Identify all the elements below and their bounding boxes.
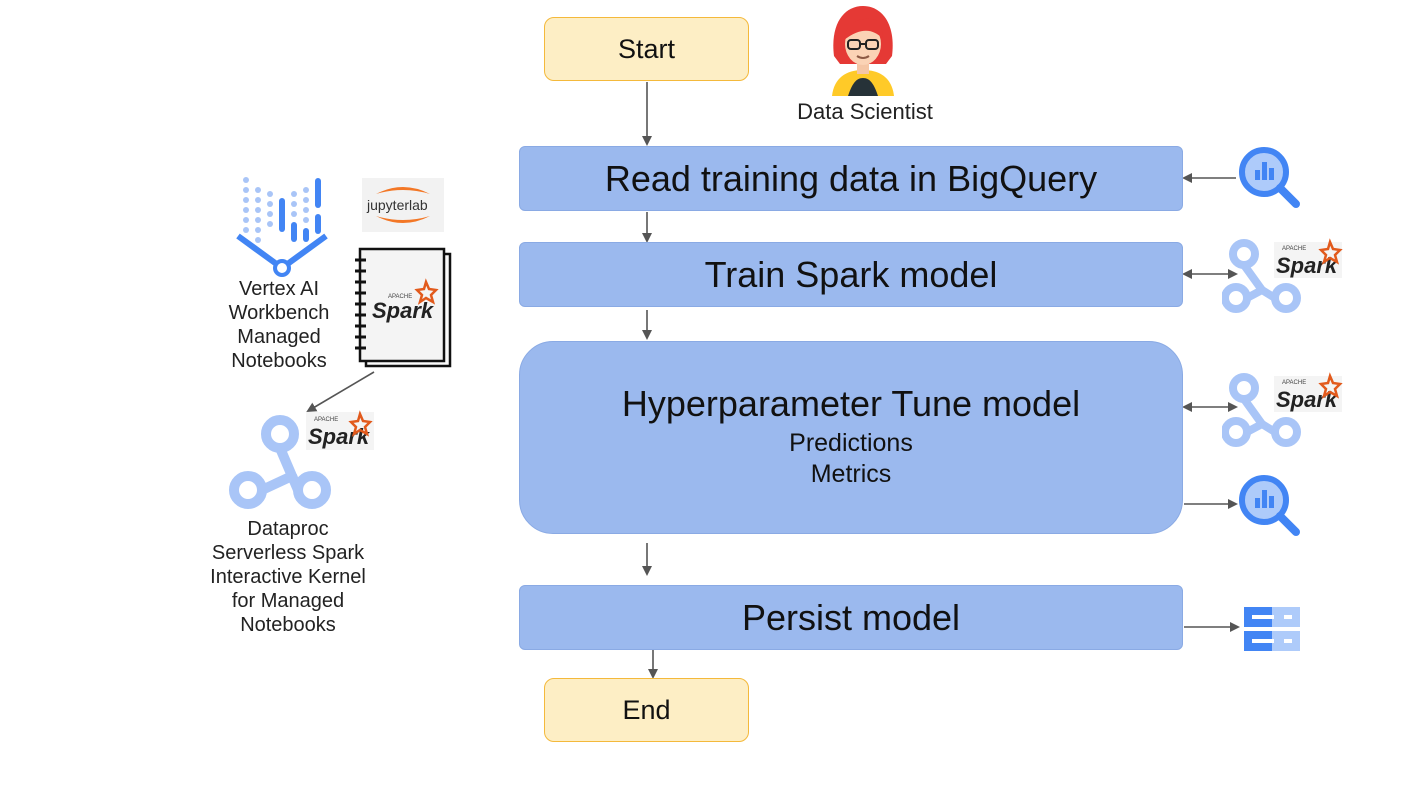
svg-text:Spark: Spark: [1276, 253, 1339, 278]
step-train-title: Train Spark model: [704, 253, 998, 295]
dataproc-spark-icon: APACHE Spark: [229, 410, 374, 509]
workbench-label-line: Notebooks: [231, 350, 327, 372]
dataproc-label-line: Notebooks: [240, 614, 336, 636]
vertex-ai-icon: [236, 177, 328, 277]
step-train-spark-model: Train Spark model: [519, 242, 1183, 307]
jupyterlab-logo-text: jupyterlab: [366, 197, 428, 213]
bigquery-icon: [1239, 147, 1300, 208]
workbench-label-line: Vertex AI: [238, 278, 320, 300]
svg-text:APACHE: APACHE: [388, 294, 412, 300]
dataproc-spark-icon: APACHE Spark: [1222, 238, 1343, 313]
dataproc-label-line: Dataproc: [247, 518, 329, 540]
spark-notebook-icon: APACHE Spark: [355, 247, 452, 368]
dataproc-label-line: for Managed: [231, 590, 345, 612]
cloud-storage-icon: [1244, 607, 1300, 651]
arrow-notebook-dataproc: [306, 371, 375, 413]
step-persist-model: Persist model: [519, 585, 1183, 650]
workbench-label-line: Workbench: [228, 302, 330, 324]
workbench-label: Vertex AI Workbench Managed Notebooks: [208, 277, 350, 373]
data-scientist-label: Data Scientist: [797, 99, 933, 124]
step-read-training-data: Read training data in BigQuery: [519, 146, 1183, 211]
svg-text:Spark: Spark: [1276, 387, 1339, 412]
step-persist-title: Persist model: [741, 596, 961, 638]
dataproc-label: Dataproc Serverless Spark Interactive Ke…: [198, 517, 378, 637]
dataproc-label-line: Serverless Spark: [211, 542, 365, 564]
start-node: Start: [544, 17, 749, 81]
step-tune-title: Hyperparameter Tune model: [621, 383, 1081, 425]
end-node: End: [544, 678, 749, 742]
workbench-label-line: Managed: [237, 326, 321, 348]
bigquery-icon: [1239, 475, 1300, 536]
end-label: End: [622, 694, 671, 725]
step-read-title: Read training data in BigQuery: [604, 157, 1098, 199]
step-hyperparameter-tune: Hyperparameter Tune model Predictions Me…: [519, 341, 1183, 534]
jupyterlab-logo: jupyterlab: [362, 178, 444, 232]
data-scientist-avatar: [832, 6, 894, 96]
svg-text:Spark: Spark: [308, 424, 371, 449]
svg-text:APACHE: APACHE: [1282, 246, 1306, 252]
svg-text:Spark: Spark: [372, 298, 435, 323]
dataproc-label-line: Interactive Kernel: [210, 566, 366, 588]
step-tune-line-predictions: Predictions: [789, 429, 913, 458]
start-label: Start: [617, 33, 676, 64]
dataproc-spark-icon: APACHE Spark: [1222, 372, 1343, 447]
svg-text:APACHE: APACHE: [1282, 380, 1306, 386]
step-tune-line-metrics: Metrics: [810, 460, 892, 489]
svg-text:APACHE: APACHE: [314, 417, 338, 423]
